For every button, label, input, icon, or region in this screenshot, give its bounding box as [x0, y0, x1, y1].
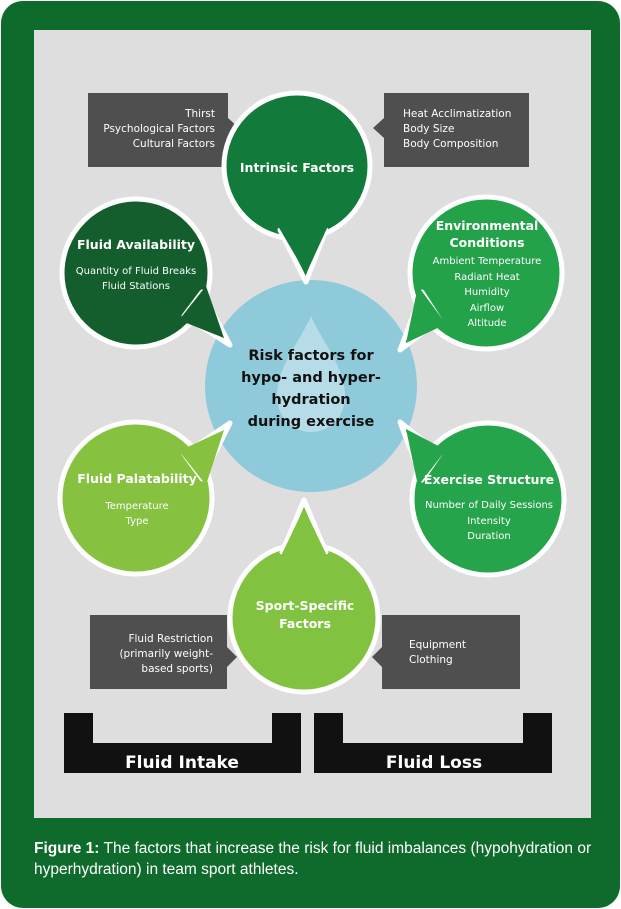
environmental-bubble [407, 194, 565, 352]
figure-caption: Figure 1: The factors that increase the … [34, 838, 594, 880]
environmental-title-line-1: Environmental [436, 218, 539, 233]
box-top-left-line-3: Cultural Factors [133, 138, 215, 150]
bracket-fluid-intake-label: Fluid Intake [125, 753, 239, 773]
box-bottom-left: Fluid Restriction (primarily weight- bas… [90, 615, 237, 689]
bracket-fluid-intake: Fluid Intake [64, 713, 301, 773]
environmental-item-1: Ambient Temperature [433, 256, 542, 267]
caption-label: Figure 1: [34, 840, 100, 857]
node-environmental-conditions: Environmental Conditions Ambient Tempera… [397, 194, 565, 353]
caption-text: The factors that increase the risk for f… [34, 840, 592, 878]
water-drop-icon [277, 316, 345, 432]
box-bottom-left-line-2: (primarily weight- [119, 648, 213, 660]
environmental-title-line-2: Conditions [449, 235, 524, 250]
center-line-4: during exercise [248, 414, 375, 430]
bracket-fluid-loss-label: Fluid Loss [386, 753, 482, 773]
box-top-left-shape [88, 93, 239, 167]
exercise-title: Exercise Structure [424, 472, 554, 487]
fluid-availability-title: Fluid Availability [77, 237, 195, 252]
box-bottom-right-line-2: Clothing [409, 654, 453, 666]
palatability-item-1: Temperature [104, 501, 168, 512]
box-top-right-line-3: Body Composition [403, 138, 498, 150]
box-top-left-line-2: Psychological Factors [103, 123, 215, 135]
box-top-right-line-1: Heat Acclimatization [403, 108, 511, 120]
environmental-item-2: Radiant Heat [454, 272, 519, 283]
bracket-fluid-loss: Fluid Loss [314, 713, 552, 773]
palatability-item-2: Type [125, 516, 149, 527]
center-node: Risk factors for hypo- and hyper- hydrat… [205, 280, 417, 492]
diagram-panel: Thirst Psychological Factors Cultural Fa… [34, 30, 591, 818]
box-bottom-right: Equipment Clothing [372, 615, 520, 689]
box-bottom-right-line-1: Equipment [409, 639, 466, 651]
palatability-bubble [57, 419, 215, 577]
environmental-item-3: Humidity [464, 287, 509, 298]
box-bottom-left-line-3: based sports) [141, 663, 213, 675]
center-line-2: hypo- and hyper- [241, 370, 381, 386]
node-exercise-structure: Exercise Structure Number of Daily Sessi… [397, 419, 567, 578]
sport-specific-title-line-1: Sport-Specific [256, 598, 355, 613]
node-sport-specific-factors: Sport-Specific Factors [227, 497, 381, 695]
exercise-item-1: Number of Daily Sessions [425, 500, 553, 511]
palatability-title: Fluid Palatability [77, 471, 197, 486]
exercise-bubble [409, 420, 567, 578]
intrinsic-title: Intrinsic Factors [240, 160, 354, 175]
box-top-right-line-2: Body Size [403, 123, 454, 135]
node-fluid-availability: Fluid Availability Quantity of Fluid Bre… [59, 196, 233, 350]
fluid-availability-item-1: Quantity of Fluid Breaks [76, 266, 196, 277]
center-line-1: Risk factors for [248, 348, 374, 364]
box-bottom-left-shape [90, 615, 237, 689]
center-circle [205, 280, 417, 492]
box-top-right: Heat Acclimatization Body Size Body Comp… [373, 93, 529, 167]
fluid-availability-bubble [59, 196, 213, 350]
bracket-fluid-intake-shape [64, 713, 301, 773]
box-top-right-shape [373, 93, 529, 167]
exercise-item-3: Duration [467, 531, 510, 542]
environmental-item-4: Airflow [470, 303, 504, 314]
box-top-left: Thirst Psychological Factors Cultural Fa… [88, 93, 239, 167]
exercise-item-2: Intensity [467, 516, 511, 527]
sport-specific-title-line-2: Factors [279, 616, 331, 631]
fluid-availability-item-2: Fluid Stations [102, 281, 170, 292]
bracket-fluid-loss-shape [314, 713, 552, 773]
diagram-canvas: Thirst Psychological Factors Cultural Fa… [57, 90, 567, 773]
center-line-3: hydration [271, 392, 350, 408]
box-bottom-left-line-1: Fluid Restriction [128, 633, 213, 645]
node-intrinsic-factors: Intrinsic Factors [221, 90, 373, 285]
box-bottom-right-shape [372, 615, 520, 689]
box-top-left-line-1: Thirst [184, 108, 215, 120]
node-fluid-palatability: Fluid Palatability Temperature Type [57, 419, 233, 577]
environmental-item-5: Altitude [467, 318, 506, 329]
